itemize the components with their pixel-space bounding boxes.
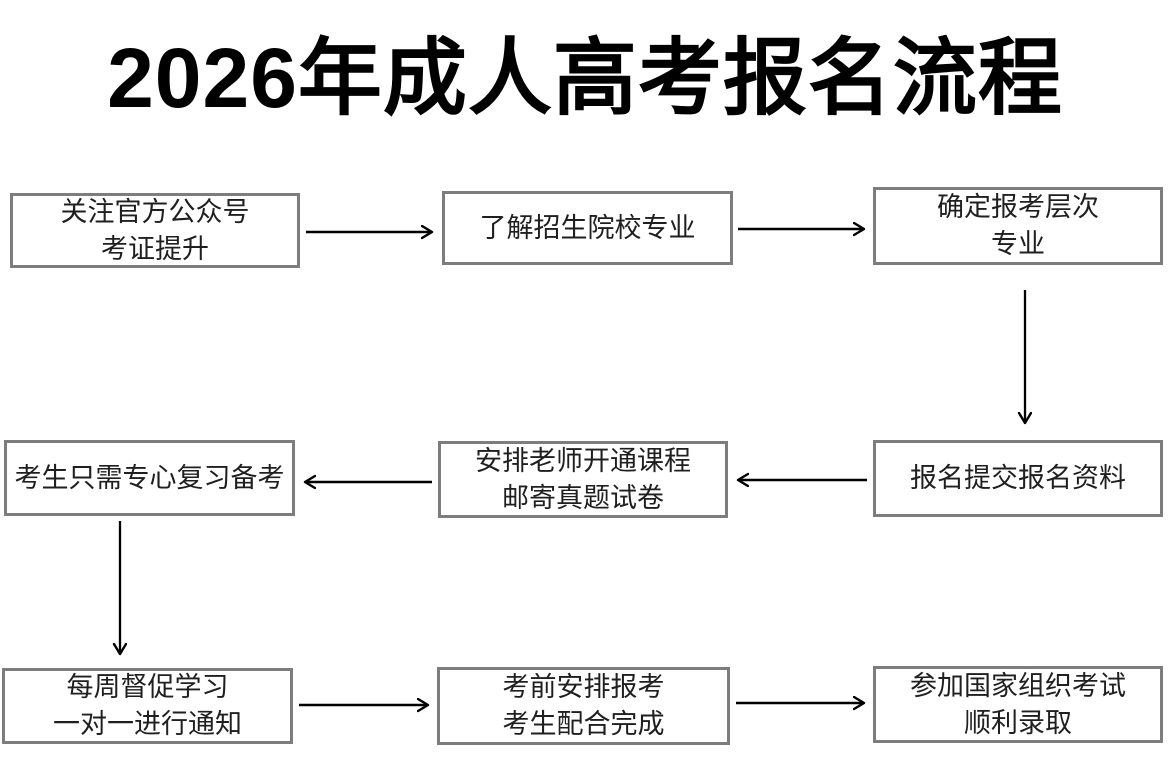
- flow-step-submit-materials: 报名提交报名资料: [873, 440, 1163, 517]
- page-title: 2026年成人高考报名流程: [107, 31, 1063, 125]
- step-label-line: 一对一进行通知: [53, 709, 242, 739]
- step-label-line: 了解招生院校专业: [479, 212, 696, 243]
- flow-step-weekly-supervise: 每周督促学习 一对一进行通知: [2, 668, 293, 744]
- step-label-line: 考证提升: [101, 233, 209, 264]
- step-label-line: 专业: [991, 229, 1045, 259]
- flow-step-confirm-level: 确定报考层次 专业: [873, 187, 1163, 265]
- flow-step-follow-account: 关注官方公众号 考证提升: [10, 193, 300, 268]
- step-label-line: 关注官方公众号: [60, 196, 250, 227]
- step-label-line: 考前安排报考: [502, 672, 665, 702]
- step-label-line: 确定报考层次: [937, 192, 1099, 222]
- step-label-line: 顺利录取: [964, 707, 1072, 738]
- flow-step-focus-review: 考生只需专心复习备考: [4, 440, 295, 516]
- step-label-line: 邮寄真题试卷: [502, 482, 664, 513]
- step-label-line: 每周督促学习: [66, 672, 229, 702]
- flow-step-learn-majors: 了解招生院校专业: [442, 191, 733, 265]
- step-label-line: 考生配合完成: [502, 709, 665, 739]
- step-label-line: 考生只需专心复习备考: [14, 462, 285, 493]
- flow-step-preexam-arrange: 考前安排报考 考生配合完成: [437, 667, 730, 745]
- step-label-line: 报名提交报名资料: [910, 463, 1126, 493]
- step-label-line: 参加国家组织考试: [910, 670, 1126, 701]
- flow-step-national-exam: 参加国家组织考试 顺利录取: [873, 666, 1163, 743]
- step-label-line: 安排老师开通课程: [475, 445, 691, 476]
- flow-step-teacher-course: 安排老师开通课程 邮寄真题试卷: [438, 441, 728, 518]
